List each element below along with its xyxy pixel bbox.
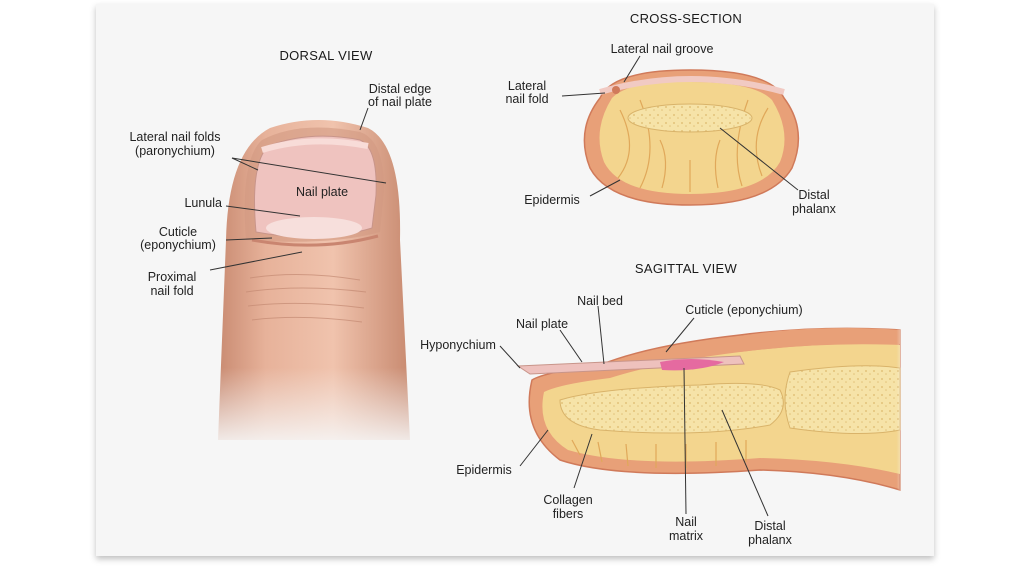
cross-leader-lines [561, 55, 799, 197]
cross-lobe-lines [617, 99, 769, 192]
sagittal-collagen-lines [571, 439, 747, 468]
label-lateral-nail-groove: Lateral nail groove [611, 42, 714, 56]
label-distal-edge-line2: of nail plate [368, 95, 432, 109]
dorsal-view-heading: DORSAL VIEW [279, 48, 373, 63]
label-proximal-fold-line2: nail fold [150, 284, 193, 298]
label-sagittal-distal-phalanx-line2: phalanx [748, 533, 793, 547]
label-sagittal-epidermis: Epidermis [456, 463, 512, 477]
cross-nail-plate [599, 76, 785, 95]
dorsal-finger-illustration [210, 120, 420, 450]
label-nail-plate: Nail plate [296, 185, 348, 199]
label-distal-edge-line1: Distal edge [369, 82, 432, 96]
label-lateral-folds-line2: (paronychium) [135, 144, 215, 158]
cross-distal-phalanx [627, 103, 753, 133]
sagittal-distal-phalanx [559, 382, 784, 434]
label-lunula: Lunula [184, 196, 222, 210]
label-nail-bed: Nail bed [577, 294, 623, 308]
cross-lateral-groove [612, 86, 620, 94]
label-collagen-line1: Collagen [543, 493, 592, 507]
sagittal-leader-lines [499, 305, 769, 517]
label-sagittal-distal-phalanx-line1: Distal [754, 519, 785, 533]
sagittal-view-heading: SAGITTAL VIEW [635, 261, 738, 276]
finger-fade [210, 120, 420, 450]
cross-section-illustration [583, 69, 800, 206]
label-cross-epidermis: Epidermis [524, 193, 580, 207]
label-cuticle-line1: Cuticle [159, 225, 197, 239]
sagittal-nail-matrix [660, 359, 724, 371]
label-collagen-line2: fibers [553, 507, 584, 521]
label-cross-distal-phalanx-line1: Distal [798, 188, 829, 202]
label-cuticle-line2: (eponychium) [140, 238, 216, 252]
sagittal-illustration [516, 320, 910, 500]
sagittal-fade [820, 320, 910, 500]
label-sagittal-nail-plate: Nail plate [516, 317, 568, 331]
label-lateral-nail-fold-line2: nail fold [505, 92, 548, 106]
label-sagittal-cuticle: Cuticle (eponychium) [685, 303, 802, 317]
label-hyponychium: Hyponychium [420, 338, 496, 352]
label-nail-matrix-line2: matrix [669, 529, 704, 543]
label-proximal-fold-line1: Proximal [148, 270, 197, 284]
dorsal-leader-lines [209, 107, 387, 271]
label-lateral-nail-fold-line1: Lateral [508, 79, 546, 93]
cross-section-heading: CROSS-SECTION [630, 11, 742, 26]
label-lateral-folds-line1: Lateral nail folds [129, 130, 220, 144]
label-nail-matrix-line1: Nail [675, 515, 697, 529]
label-cross-distal-phalanx-line2: phalanx [792, 202, 837, 216]
